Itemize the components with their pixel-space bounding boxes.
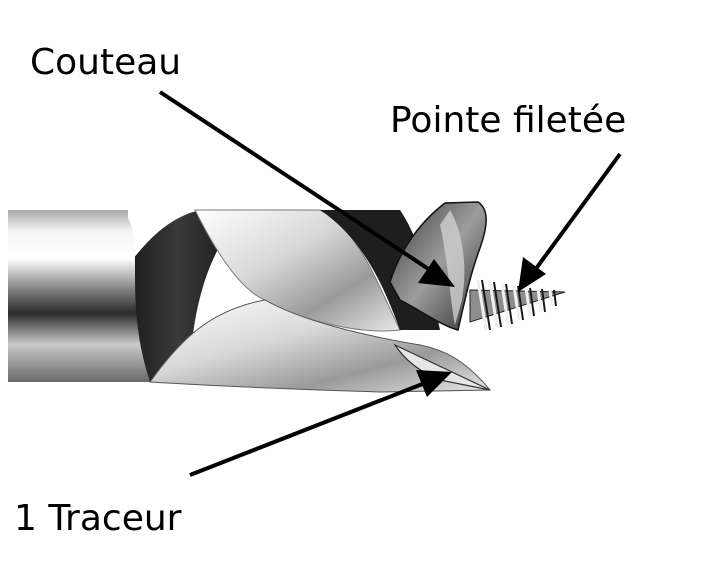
leader-arrow-pointe xyxy=(518,152,622,292)
label-pointe-filetee: Pointe filetée xyxy=(390,100,626,141)
spiral-groove-1 xyxy=(105,210,250,382)
label-traceur: 1 Traceur xyxy=(14,498,182,539)
spiral-flight-3 xyxy=(149,299,492,393)
knife-edge xyxy=(440,210,465,325)
leader-arrow-traceur xyxy=(189,370,452,477)
leader-arrow-couteau xyxy=(158,90,455,287)
spiral-flight-1 xyxy=(8,210,150,382)
auger-bit-illustration xyxy=(8,201,566,393)
spiral-flight-2 xyxy=(194,209,401,332)
threaded-point xyxy=(469,279,566,331)
label-couteau: Couteau xyxy=(30,42,181,83)
